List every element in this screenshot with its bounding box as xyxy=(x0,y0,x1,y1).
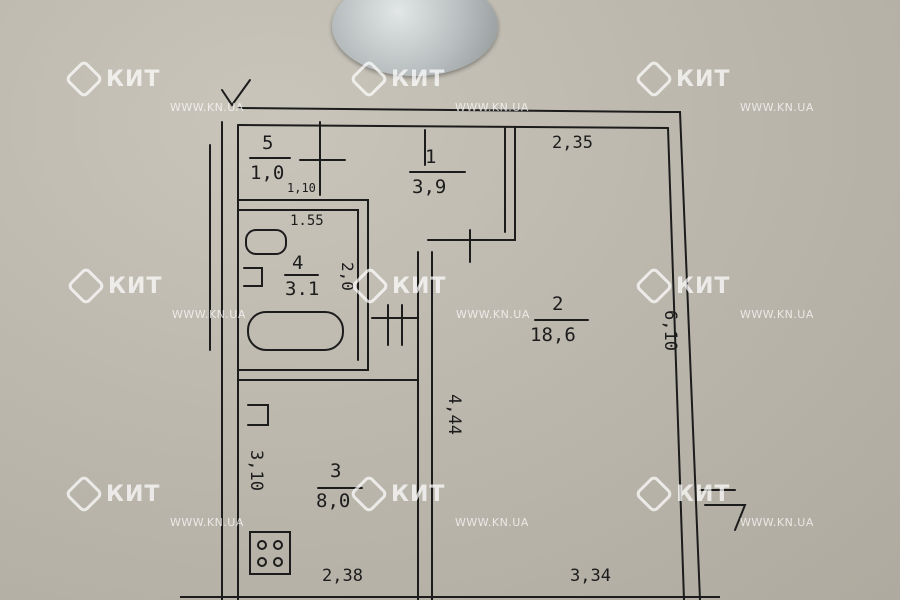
brand-logo-icon xyxy=(634,266,674,306)
dimension-bottom-right: 3,34 xyxy=(570,566,611,586)
watermark-url: WWW.KN.UA xyxy=(740,308,814,321)
bathtub-icon xyxy=(247,311,344,351)
brand-logo-icon xyxy=(64,474,104,514)
wall-corner-mark xyxy=(221,79,251,107)
room-2-area: 18,6 xyxy=(530,324,576,346)
room-4-area: 3.1 xyxy=(285,278,320,300)
watermark-brand: КИТ xyxy=(676,481,731,507)
brand-logo-icon xyxy=(66,266,106,306)
watermark-brand: КИТ xyxy=(391,481,446,507)
dimension-wc-width: 1,10 xyxy=(287,181,316,195)
outer-wall-left xyxy=(209,121,239,600)
dimension-top-right: 2,35 xyxy=(552,133,593,153)
partition-bath xyxy=(237,199,369,371)
dimension-right-height: 6,10 xyxy=(660,310,680,351)
room-3-number: 3 xyxy=(330,460,342,482)
watermark-url: WWW.KN.UA xyxy=(456,308,530,321)
toilet-icon xyxy=(243,267,269,426)
brand-logo-icon xyxy=(349,474,389,514)
watermark-url: WWW.KN.UA xyxy=(455,101,529,114)
watermark-url: WWW.KN.UA xyxy=(172,308,246,321)
room-3-area: 8,0 xyxy=(316,490,351,512)
outer-wall-right xyxy=(667,111,701,600)
room-2-number: 2 xyxy=(552,293,564,315)
outer-wall-top xyxy=(237,107,669,129)
watermark-brand: КИТ xyxy=(676,66,731,92)
door-ticks xyxy=(299,121,471,346)
brand-logo-icon xyxy=(349,59,389,99)
brand-logo-icon xyxy=(350,266,390,306)
room-fraction-lines xyxy=(249,157,589,489)
dimension-bottom-left: 2,38 xyxy=(322,566,363,586)
window-mark xyxy=(699,489,747,531)
watermark-url: WWW.KN.UA xyxy=(170,516,244,529)
watermark-brand: КИТ xyxy=(392,273,447,299)
watermark-brand: КИТ xyxy=(108,273,163,299)
watermark-url: WWW.KN.UA xyxy=(170,101,244,114)
dimension-room2-left: 4,44 xyxy=(444,394,464,435)
room-1-area: 3,9 xyxy=(412,176,447,198)
watermark-url: WWW.KN.UA xyxy=(740,101,814,114)
sink-icon xyxy=(245,229,287,255)
brand-logo-icon xyxy=(64,59,104,99)
partition-corridor xyxy=(417,127,516,600)
brand-logo-icon xyxy=(634,474,674,514)
brand-logo-icon xyxy=(634,59,674,99)
watermark-brand: КИТ xyxy=(391,66,446,92)
dimension-bath-width: 1.55 xyxy=(290,213,324,229)
room-5-area: 1,0 xyxy=(250,162,285,184)
watermark-brand: КИТ xyxy=(106,481,161,507)
stove-icon xyxy=(249,531,291,575)
room-5-number: 5 xyxy=(262,132,274,154)
dimension-kitchen-height: 3,10 xyxy=(246,450,266,491)
watermark-brand: КИТ xyxy=(106,66,161,92)
room-1-number: 1 xyxy=(425,146,437,168)
watermark-url: WWW.KN.UA xyxy=(455,516,529,529)
watermark-brand: КИТ xyxy=(676,273,731,299)
room-4-number: 4 xyxy=(292,252,304,274)
watermark-url: WWW.KN.UA xyxy=(740,516,814,529)
